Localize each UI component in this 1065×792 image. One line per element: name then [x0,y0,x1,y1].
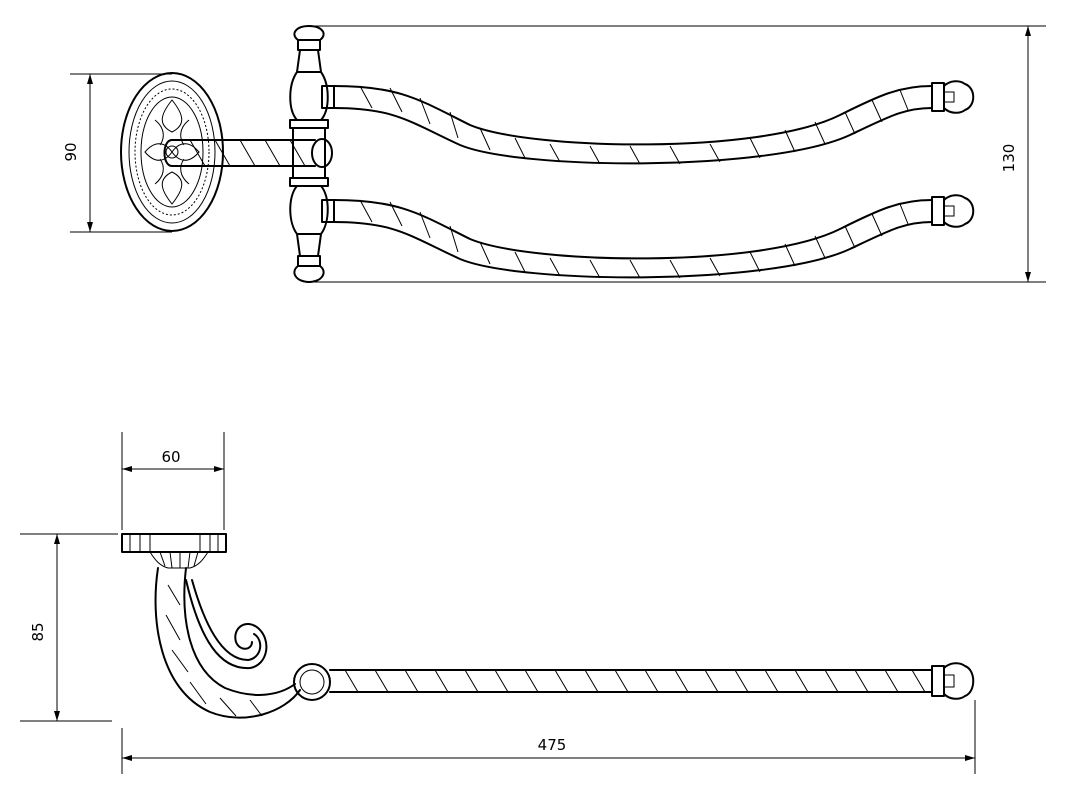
dimension-90: 90 [62,73,172,233]
wall-plate-top [120,72,224,232]
top-view: 90 130 [62,25,1046,283]
dimension-475-label: 475 [538,736,567,754]
dimension-60: 60 [121,432,225,530]
dimension-90-label: 90 [62,142,80,161]
dimension-60-label: 60 [161,448,180,466]
towel-bar-lower [321,194,975,279]
dimension-130-label: 130 [1000,144,1018,173]
dimension-475: 475 [121,700,976,774]
wall-plate-side [121,533,227,569]
side-view: 60 85 475 [20,432,976,774]
towel-bar-side [293,662,975,701]
dimension-130: 130 [312,25,1046,283]
arm-top [163,138,333,168]
hook-arm [154,567,301,719]
pivot-column [289,25,329,283]
dimension-85-label: 85 [29,622,47,641]
towel-bar-upper [321,80,975,165]
dimension-85: 85 [20,533,118,722]
